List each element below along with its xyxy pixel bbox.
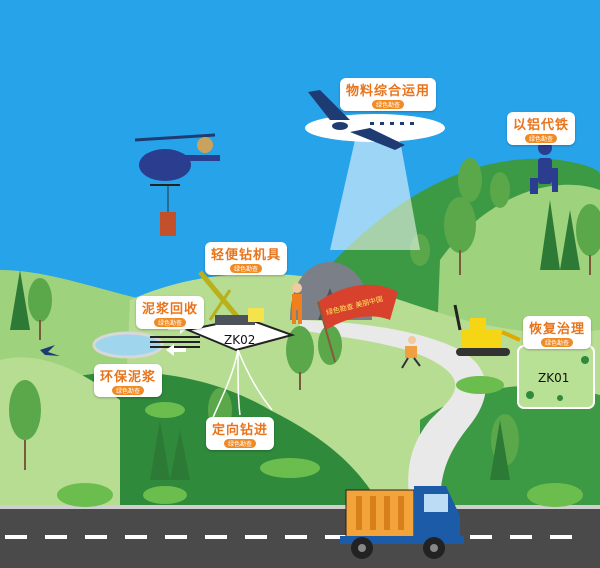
label-material-reuse: 物料综合运用 绿色勘查 bbox=[340, 78, 437, 111]
engineer bbox=[292, 283, 302, 324]
directional-drill-lines bbox=[211, 349, 273, 421]
pipes bbox=[150, 336, 200, 348]
label-restore-text: 恢复治理 bbox=[529, 322, 586, 337]
winding-path bbox=[300, 320, 486, 505]
label-restore: 恢复治理 绿色勘查 bbox=[523, 316, 592, 349]
plane bbox=[305, 90, 445, 150]
dump-truck bbox=[340, 486, 464, 559]
label-mud-recycle: 泥浆回收 绿色勘查 bbox=[136, 296, 205, 329]
label-mud-recycle-text: 泥浆回收 bbox=[142, 302, 199, 317]
borehole-zk02-label: ZK02 bbox=[224, 333, 256, 347]
label-replace-steel-text: 以铝代铁 bbox=[513, 118, 570, 133]
label-replace-steel-tag: 绿色勘查 bbox=[524, 134, 558, 143]
road-dashes bbox=[5, 535, 572, 539]
bushes bbox=[57, 376, 583, 507]
label-directional-tag: 绿色勘查 bbox=[223, 439, 257, 448]
label-directional: 定向钻进 绿色勘查 bbox=[206, 417, 275, 450]
swallow-bird bbox=[40, 345, 60, 356]
label-material-reuse-text: 物料综合运用 bbox=[346, 84, 431, 99]
label-eco-mud-tag: 绿色勘查 bbox=[111, 386, 145, 395]
label-directional-text: 定向钻进 bbox=[212, 423, 269, 438]
road-edge bbox=[0, 505, 600, 509]
label-mud-recycle-tag: 绿色勘查 bbox=[153, 318, 187, 327]
excavator bbox=[453, 304, 521, 356]
helicopter bbox=[134, 133, 220, 236]
label-light-rig-tag: 绿色勘查 bbox=[229, 264, 263, 273]
label-replace-steel: 以铝代铁 绿色勘查 bbox=[507, 112, 576, 145]
label-eco-mud-text: 环保泥浆 bbox=[100, 370, 157, 385]
hiker bbox=[401, 336, 421, 369]
light-beam bbox=[330, 140, 420, 250]
mud-pool bbox=[92, 331, 164, 359]
label-eco-mud: 环保泥浆 绿色勘查 bbox=[94, 364, 163, 397]
red-banner bbox=[317, 284, 398, 363]
label-restore-tag: 绿色勘查 bbox=[540, 338, 574, 347]
label-light-rig-text: 轻便钻机具 bbox=[211, 248, 282, 263]
label-light-rig: 轻便钻机具 绿色勘查 bbox=[205, 242, 288, 275]
borehole-zk01-label: ZK01 bbox=[538, 371, 570, 385]
label-material-reuse-tag: 绿色勘查 bbox=[371, 100, 405, 109]
light-drill-rig bbox=[198, 270, 264, 325]
